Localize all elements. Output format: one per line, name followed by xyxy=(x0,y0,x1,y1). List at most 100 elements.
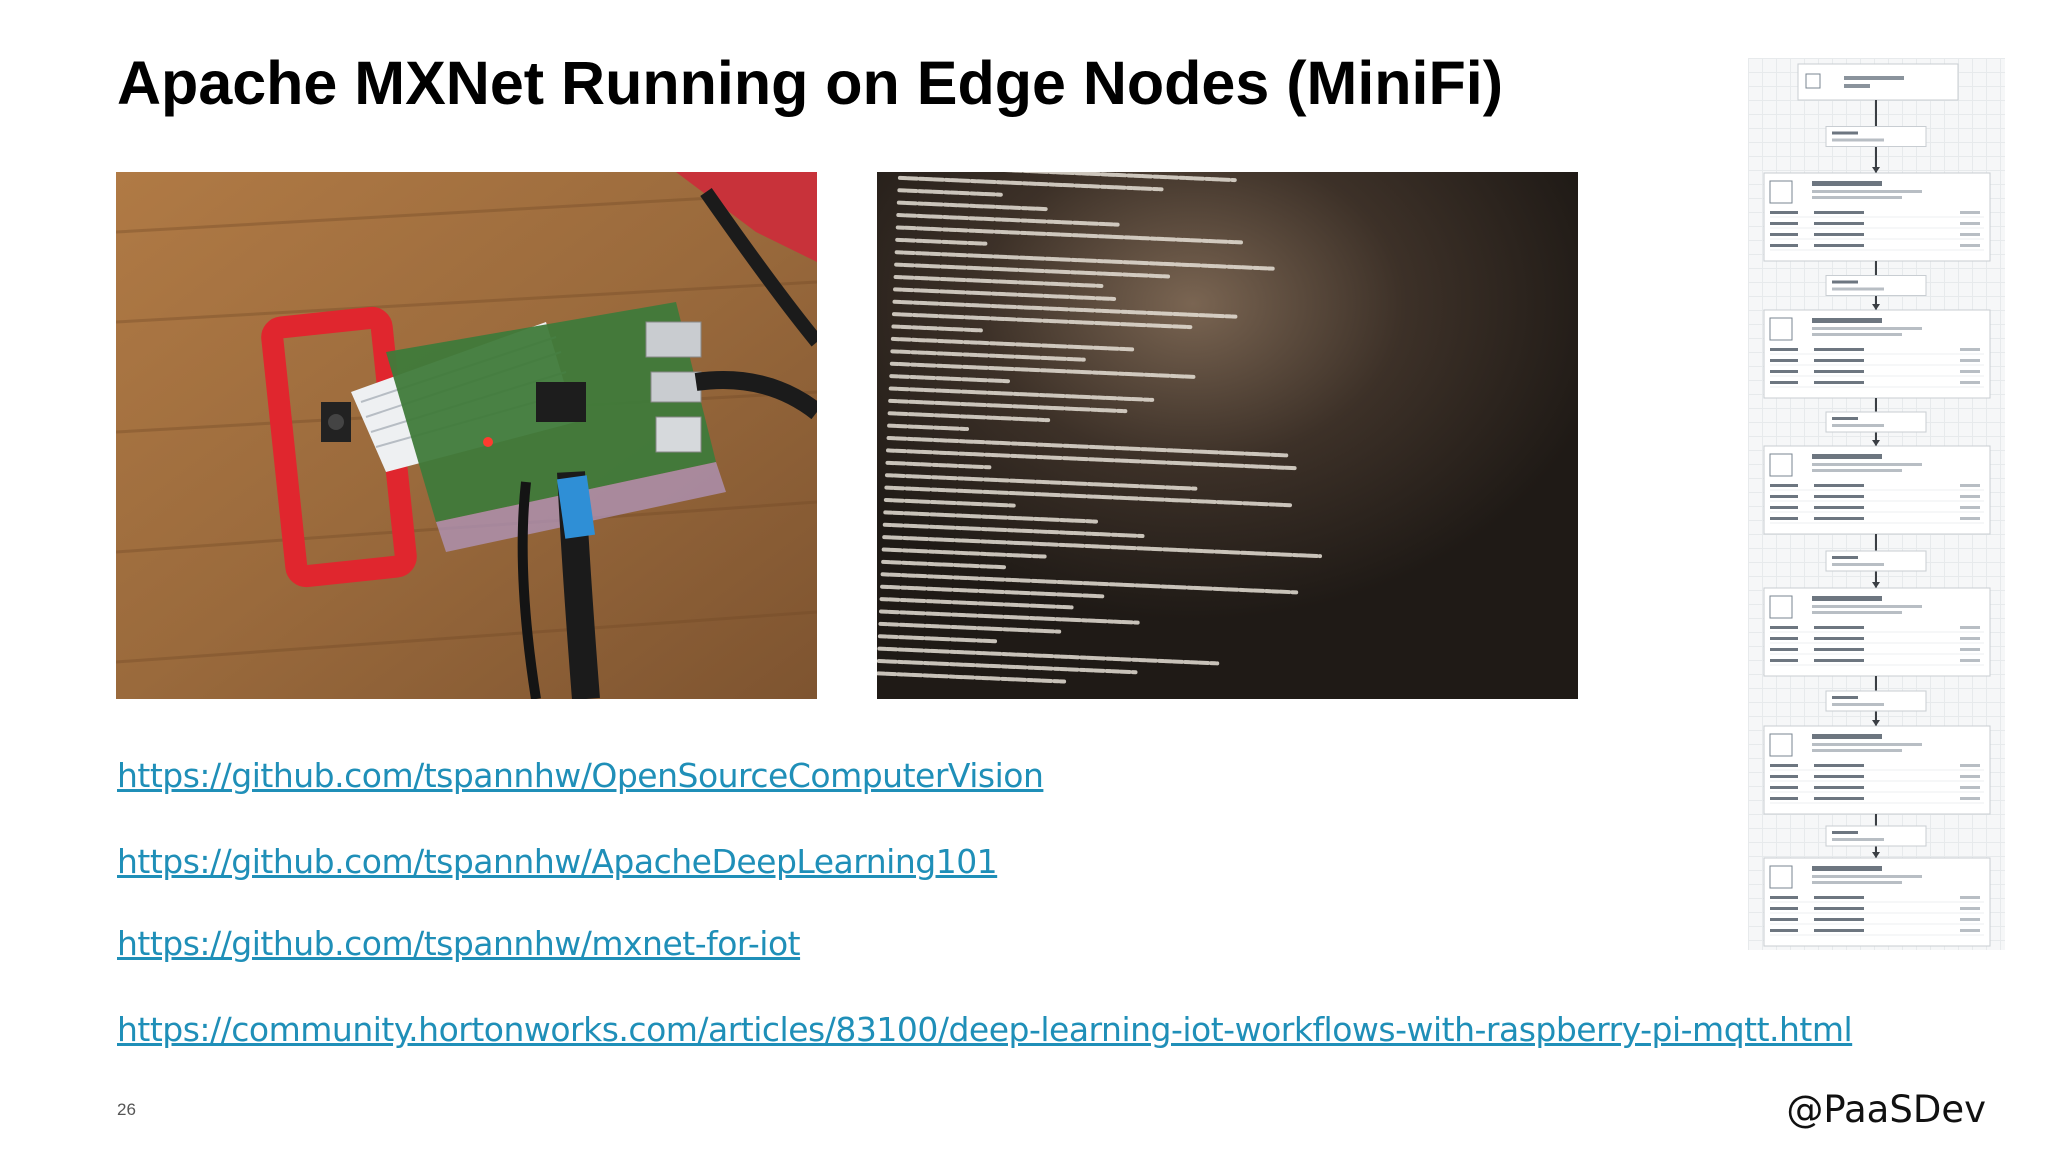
flow-label-bar xyxy=(1812,866,1882,871)
flow-stat-time xyxy=(1960,896,1980,899)
flow-label-bar xyxy=(1832,703,1884,706)
flow-stat-value xyxy=(1814,929,1864,932)
flow-stat-value xyxy=(1814,786,1864,789)
raspberry-pi-photo xyxy=(116,172,817,699)
flow-label-bar xyxy=(1812,605,1922,608)
flow-label-bar xyxy=(1832,696,1858,699)
flow-stat-time xyxy=(1960,626,1980,629)
flow-stat-time xyxy=(1960,484,1980,487)
link-open-source-computer-vision[interactable]: https://github.com/tspannhw/OpenSourceCo… xyxy=(117,756,1044,795)
terminal-line xyxy=(887,411,1051,423)
flow-stat-value xyxy=(1814,775,1864,778)
flow-stat-time xyxy=(1960,929,1980,932)
flow-label-bar xyxy=(1812,463,1922,466)
terminal-line xyxy=(885,460,993,470)
flow-stat-value xyxy=(1814,359,1864,362)
flow-arrow xyxy=(1872,304,1880,310)
terminal-line xyxy=(882,522,1145,539)
flow-queue xyxy=(1825,690,1927,712)
terminal-line xyxy=(891,312,1193,330)
flow-stat-label xyxy=(1770,233,1798,236)
flow-queue xyxy=(1825,126,1927,147)
flow-stat-value xyxy=(1814,659,1864,662)
flow-stat-label xyxy=(1770,775,1798,778)
flow-stat-value xyxy=(1814,484,1864,487)
flow-stat-time xyxy=(1960,211,1980,214)
link-apache-deep-learning-101[interactable]: https://github.com/tspannhw/ApacheDeepLe… xyxy=(117,842,998,881)
flow-label-bar xyxy=(1832,563,1884,566)
terminal-line xyxy=(898,172,1237,183)
flow-label-bar xyxy=(1812,333,1902,336)
terminal-line xyxy=(877,646,1220,666)
flow-stat-label xyxy=(1770,929,1798,932)
flow-stat-value xyxy=(1814,764,1864,767)
terminal-line xyxy=(889,361,1196,379)
processor-icon xyxy=(1769,317,1793,341)
terminal-line xyxy=(877,659,1138,675)
flow-label-bar xyxy=(1812,596,1882,601)
flow-stat-time xyxy=(1960,359,1980,362)
flow-stat-value xyxy=(1814,797,1864,800)
flow-stat-label xyxy=(1770,626,1798,629)
flow-stat-value xyxy=(1814,648,1864,651)
flow-queue xyxy=(1825,825,1927,847)
flow-label-bar xyxy=(1812,318,1882,323)
flow-stat-value xyxy=(1814,896,1864,899)
flow-label-bar xyxy=(1832,131,1858,135)
terminal-output-photo xyxy=(877,172,1578,699)
flow-arrow xyxy=(1872,720,1880,726)
terminal-line xyxy=(890,336,1135,352)
flow-stat-value xyxy=(1814,348,1864,351)
slide-title: Apache MXNet Running on Edge Nodes (Mini… xyxy=(117,49,1504,117)
terminal-illustration xyxy=(877,172,1578,699)
terminal-line xyxy=(878,609,1140,625)
terminal-line xyxy=(894,250,1275,271)
flow-stat-time xyxy=(1960,918,1980,921)
link-mxnet-for-iot[interactable]: https://github.com/tspannhw/mxnet-for-io… xyxy=(117,924,801,963)
flow-label-bar xyxy=(1832,424,1884,427)
flow-stat-value xyxy=(1814,506,1864,509)
processor-icon xyxy=(1769,180,1793,204)
flow-label-bar xyxy=(1812,875,1922,878)
flow-stat-label xyxy=(1770,348,1798,351)
terminal-line xyxy=(897,175,1164,192)
flow-stat-label xyxy=(1770,244,1798,247)
flow-label-bar xyxy=(1832,287,1884,291)
terminal-line xyxy=(881,547,1047,559)
flow-label-bar xyxy=(1832,838,1884,841)
terminal-line xyxy=(887,423,970,432)
flow-stat-label xyxy=(1770,659,1798,662)
terminal-line xyxy=(889,374,1011,384)
flow-label-bar xyxy=(1812,611,1902,614)
flow-stat-label xyxy=(1770,637,1798,640)
terminal-line xyxy=(893,287,1117,301)
flow-stat-label xyxy=(1770,506,1798,509)
flow-stat-time xyxy=(1960,233,1980,236)
flow-label-bar xyxy=(1812,469,1902,472)
flow-label-bar xyxy=(1832,831,1858,834)
terminal-line xyxy=(882,535,1323,559)
flow-stat-value xyxy=(1814,637,1864,640)
link-hortonworks-article[interactable]: https://community.hortonworks.com/articl… xyxy=(117,1010,1853,1049)
input-port-icon xyxy=(1805,73,1821,89)
processor-icon xyxy=(1769,865,1793,889)
flow-stat-value xyxy=(1814,370,1864,373)
terminal-line xyxy=(888,386,1155,402)
flow-stat-time xyxy=(1960,637,1980,640)
flow-stat-time xyxy=(1960,659,1980,662)
flow-stat-label xyxy=(1770,648,1798,651)
terminal-line xyxy=(884,485,1293,508)
flow-stat-value xyxy=(1814,626,1864,629)
flow-stat-time xyxy=(1960,506,1980,509)
flow-stat-value xyxy=(1814,222,1864,225)
flow-label-bar xyxy=(1812,454,1882,459)
flow-arrow xyxy=(1872,440,1880,446)
terminal-line xyxy=(890,349,1086,362)
flow-stat-time xyxy=(1960,764,1980,767)
terminal-line xyxy=(884,473,1198,491)
flow-stat-value xyxy=(1814,244,1864,247)
terminal-line xyxy=(883,497,1016,508)
terminal-line xyxy=(881,559,1007,570)
terminal-line xyxy=(896,213,1120,227)
flow-label-bar xyxy=(1832,417,1858,420)
